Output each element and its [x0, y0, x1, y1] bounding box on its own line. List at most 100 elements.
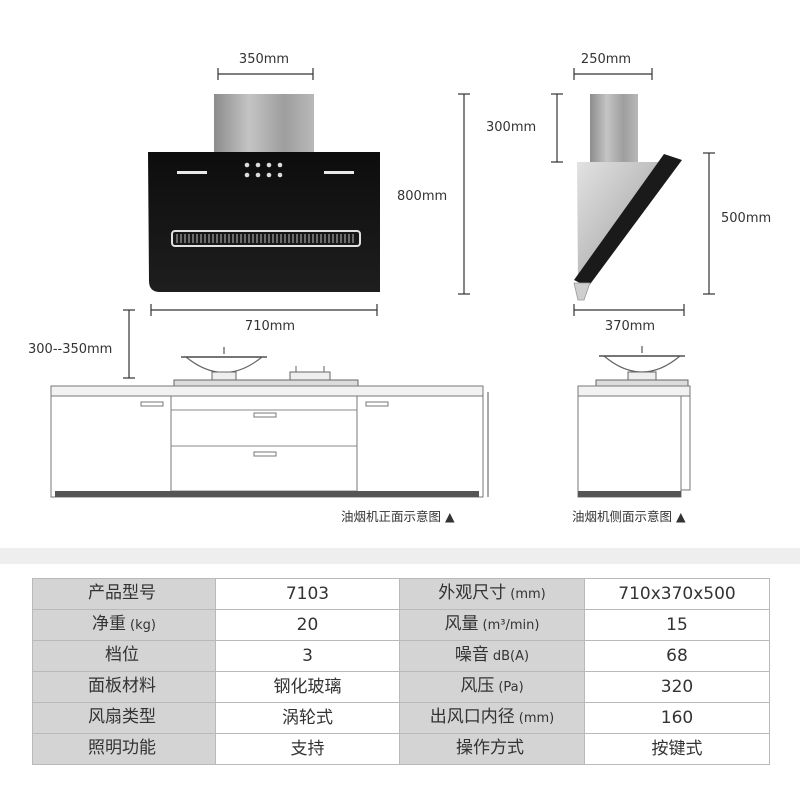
spec-value: 20 — [215, 609, 400, 641]
spec-row: 风扇类型 涡轮式 出风口内径(mm) 160 — [32, 702, 770, 734]
front-caption: 油烟机正面示意图▲ — [341, 509, 455, 524]
spec-value: 7103 — [215, 578, 400, 610]
side-body-height-label: 500mm — [721, 211, 771, 226]
spec-label-text: 风压 — [460, 676, 495, 696]
spec-value: 160 — [584, 702, 770, 734]
front-light-left — [177, 171, 207, 174]
front-panel — [148, 152, 380, 292]
spec-label-unit: (mm) — [518, 711, 555, 726]
spec-label-text: 噪音 — [454, 645, 489, 665]
front-light-right — [324, 171, 354, 174]
side-depth-label: 370mm — [605, 319, 655, 334]
side-hood — [573, 94, 682, 301]
spec-label: 风量(m³/min) — [399, 609, 585, 641]
spec-label-text: 产品型号 — [88, 583, 156, 603]
front-width-label: 710mm — [245, 319, 295, 334]
drawer-handle-bottom — [253, 451, 277, 457]
spec-value-text: 15 — [666, 614, 688, 635]
spec-value-text: 3 — [302, 645, 313, 666]
burner-right — [289, 366, 331, 381]
spec-label-text: 外观尺寸 — [438, 583, 507, 603]
spec-label: 出风口内径(mm) — [399, 702, 585, 734]
spec-value-text: 钢化玻璃 — [273, 676, 342, 697]
spec-label: 操作方式 — [399, 733, 585, 765]
control-buttons — [244, 162, 283, 178]
side-cabinet-body — [577, 395, 682, 498]
spec-label: 面板材料 — [32, 671, 216, 703]
spec-value-text: 支持 — [290, 738, 325, 759]
wok-side — [599, 346, 685, 381]
side-countertop — [577, 385, 691, 397]
spec-label-unit: (m³/min) — [482, 618, 540, 633]
side-chimney-height-label: 300mm — [486, 120, 536, 135]
spec-value: 钢化玻璃 — [215, 671, 400, 703]
cabinet-plinth — [55, 491, 479, 497]
side-chimney — [590, 94, 638, 162]
front-chimney — [214, 94, 314, 152]
spec-value-text: 320 — [660, 676, 694, 697]
spec-value-text: 7103 — [285, 583, 330, 604]
spec-label: 净重(kg) — [32, 609, 216, 641]
spec-label-unit: (kg) — [130, 618, 156, 633]
spec-label-unit: (mm) — [510, 587, 546, 602]
cooktop — [173, 379, 359, 387]
drawer-handle-top — [253, 412, 277, 418]
spec-label-text: 风量 — [444, 614, 479, 634]
side-cabinet — [577, 346, 691, 498]
spec-value-text: 68 — [666, 645, 688, 666]
front-dimension-lines — [123, 68, 470, 379]
spec-label: 档位 — [32, 640, 216, 672]
spec-label: 照明功能 — [32, 733, 216, 765]
spec-value: 320 — [584, 671, 770, 703]
spec-value-text: 710x370x500 — [618, 583, 736, 604]
spec-label-text: 面板材料 — [88, 676, 156, 696]
spec-value-text: 160 — [660, 707, 694, 728]
front-total-height-label: 800mm — [397, 189, 447, 204]
spec-label-text: 照明功能 — [88, 738, 156, 758]
spec-label: 风压(Pa) — [399, 671, 585, 703]
section-divider — [0, 548, 800, 564]
install-height-label: 300--350mm — [28, 342, 112, 357]
side-caption: 油烟机侧面示意图▲ — [572, 509, 686, 524]
spec-value: 15 — [584, 609, 770, 641]
front-hood — [148, 94, 380, 292]
product-diagram: 350mm 800mm 710mm 300--350mm 油烟机正面示意图▲ — [28, 52, 771, 524]
door-handle-left — [140, 401, 164, 407]
intake-grille — [171, 230, 361, 247]
front-cabinet — [50, 347, 489, 498]
spec-row: 产品型号 7103 外观尺寸(mm) 710x370x500 — [32, 578, 770, 610]
spec-value-text: 20 — [296, 614, 319, 635]
spec-label-text: 档位 — [105, 645, 139, 665]
countertop — [50, 385, 484, 397]
spec-label: 外观尺寸(mm) — [399, 578, 585, 610]
spec-label-text: 净重 — [92, 614, 127, 634]
spec-row: 照明功能 支持 操作方式 按键式 — [32, 733, 770, 765]
spec-value: 支持 — [215, 733, 400, 765]
spec-value: 68 — [584, 640, 770, 672]
spec-label-unit: (Pa) — [498, 680, 524, 695]
spec-label-text: 出风口内径 — [429, 707, 515, 727]
front-chimney-width-label: 350mm — [239, 52, 289, 67]
door-handle-right — [365, 401, 389, 407]
spec-label-text: 风扇类型 — [88, 707, 156, 727]
spec-label: 产品型号 — [32, 578, 216, 610]
side-dimension-lines — [551, 68, 715, 316]
side-glass-edge — [574, 154, 682, 287]
wok-front — [181, 347, 267, 381]
spec-label: 风扇类型 — [32, 702, 216, 734]
spec-value: 3 — [215, 640, 400, 672]
spec-row: 面板材料 钢化玻璃 风压(Pa) 320 — [32, 671, 770, 703]
spec-value-text: 涡轮式 — [282, 707, 333, 728]
spec-row: 净重(kg) 20 风量(m³/min) 15 — [32, 609, 770, 641]
spec-label-unit: dB(A) — [492, 649, 530, 664]
spec-value: 涡轮式 — [215, 702, 400, 734]
spec-value: 710x370x500 — [584, 578, 770, 610]
spec-value-text: 按键式 — [651, 738, 703, 759]
spec-label-text: 操作方式 — [456, 738, 524, 758]
intake-grille-slots — [176, 234, 354, 243]
spec-value: 按键式 — [584, 733, 770, 765]
